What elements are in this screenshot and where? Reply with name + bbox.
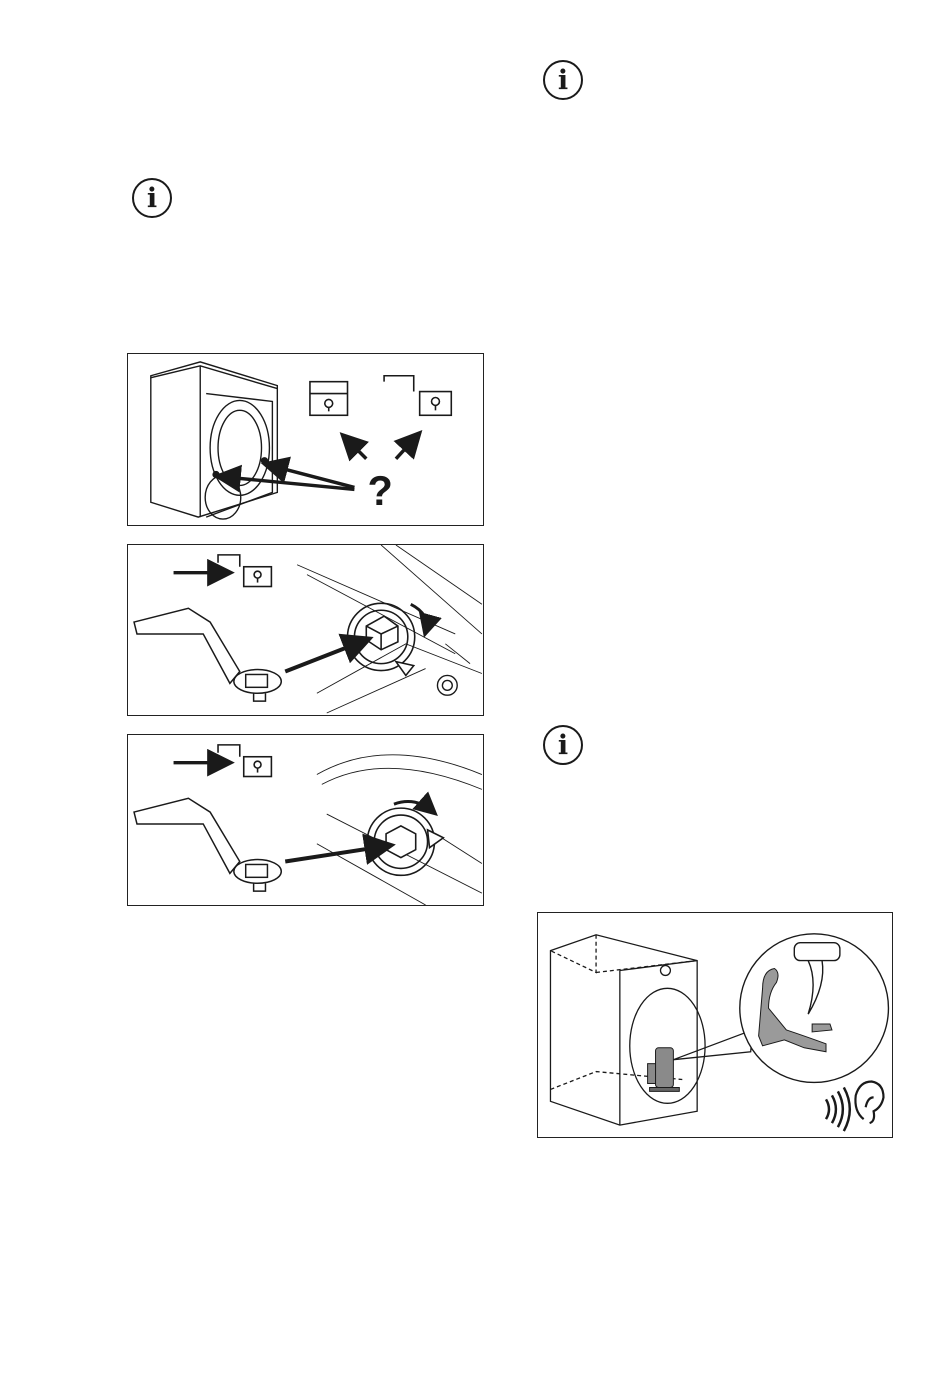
info-icon: i — [543, 60, 583, 100]
wrench-icon — [134, 608, 281, 701]
lock-knob-icon — [367, 808, 443, 875]
figure-unlock-step-1 — [127, 544, 484, 716]
compressor-icon — [648, 1048, 680, 1092]
compressor-noise-illustration — [538, 913, 892, 1137]
figure-locate-lock: ? — [127, 353, 484, 526]
info-icon: i — [132, 178, 172, 218]
lock-variant-b-icon — [384, 376, 451, 416]
info-icon: i — [543, 725, 583, 765]
figure-compressor-noise — [537, 912, 893, 1138]
lock-variant-b-icon — [218, 745, 271, 777]
wrench-icon — [134, 798, 281, 891]
locate-lock-illustration: ? — [128, 354, 483, 525]
lock-variant-b-icon — [218, 555, 271, 587]
dryer-icon — [550, 935, 705, 1125]
figure-unlock-step-2 — [127, 734, 484, 906]
dryer-icon — [151, 362, 278, 519]
question-mark: ? — [367, 467, 392, 514]
unlock-step-2-illustration — [128, 735, 483, 905]
lock-variant-a-icon — [310, 382, 348, 416]
unlock-step-1-illustration — [128, 545, 483, 715]
sound-waves-icon — [826, 1087, 850, 1131]
ear-icon — [855, 1081, 883, 1123]
